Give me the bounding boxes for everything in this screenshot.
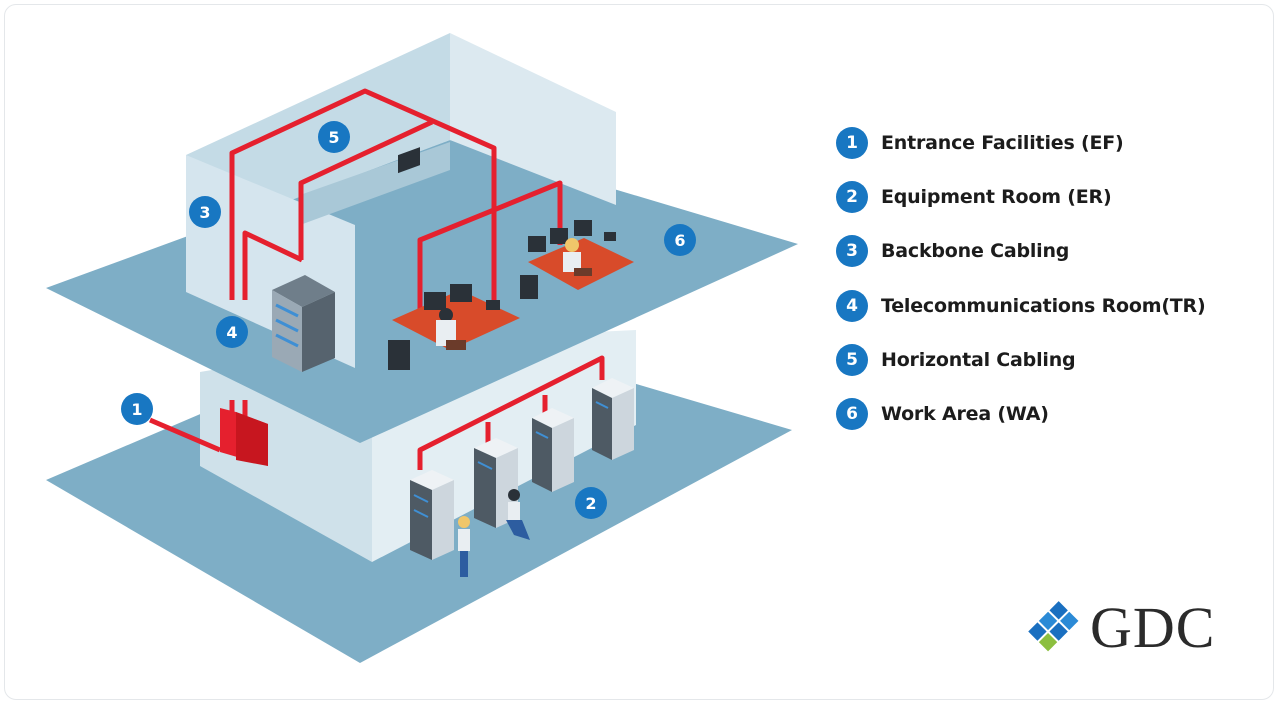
legend-number-badge: 2: [836, 181, 868, 214]
marker-2: 2: [575, 487, 607, 519]
legend-label: Horizontal Cabling: [881, 348, 1076, 371]
legend-item-horizontal-cabling: 5 Horizontal Cabling: [836, 333, 1256, 387]
legend-item-telecommunications-room: 4 Telecommunications Room(TR): [836, 279, 1256, 333]
marker-4: 4: [216, 316, 248, 348]
marker-6: 6: [664, 224, 696, 256]
svg-text:3: 3: [199, 203, 210, 222]
telecom-rack: [272, 275, 335, 372]
legend-number-badge: 1: [836, 127, 868, 160]
legend-number-badge: 4: [836, 289, 868, 322]
svg-text:2: 2: [585, 494, 596, 513]
legend-item-backbone-cabling: 3 Backbone Cabling: [836, 224, 1256, 278]
cabling: [149, 88, 605, 470]
marker-5: 5: [318, 121, 350, 153]
legend-label: Work Area (WA): [881, 403, 1049, 426]
marker-1: 1: [121, 393, 153, 425]
svg-text:5: 5: [328, 128, 339, 147]
technicians: [458, 489, 530, 577]
svg-text:1: 1: [131, 400, 142, 419]
upper-wall-back-right: [450, 33, 616, 205]
legend-label: Entrance Facilities (EF): [881, 132, 1124, 155]
legend-item-entrance-facilities: 1 Entrance Facilities (EF): [836, 116, 1256, 170]
legend: 1 Entrance Facilities (EF) 2 Equipment R…: [836, 116, 1256, 441]
legend-label: Telecommunications Room(TR): [881, 294, 1206, 317]
workstation-front: [388, 147, 520, 370]
legend-number-badge: 5: [836, 343, 868, 376]
legend-label: Backbone Cabling: [881, 240, 1070, 263]
svg-text:6: 6: [674, 231, 685, 250]
svg-text:4: 4: [226, 323, 237, 342]
legend-number-badge: 3: [836, 235, 868, 268]
legend-item-work-area: 6 Work Area (WA): [836, 387, 1256, 441]
server-racks: [410, 378, 634, 560]
marker-3: 3: [189, 196, 221, 228]
legend-number-badge: 6: [836, 398, 868, 431]
workstation-back: [520, 220, 634, 299]
gdc-logo-wordmark: GDC: [1090, 595, 1216, 660]
legend-item-equipment-room: 2 Equipment Room (ER): [836, 170, 1256, 224]
legend-label: Equipment Room (ER): [881, 186, 1112, 209]
gdc-logo-mark-icon: [1028, 601, 1079, 652]
gdc-logo: GDC: [1022, 597, 1232, 659]
